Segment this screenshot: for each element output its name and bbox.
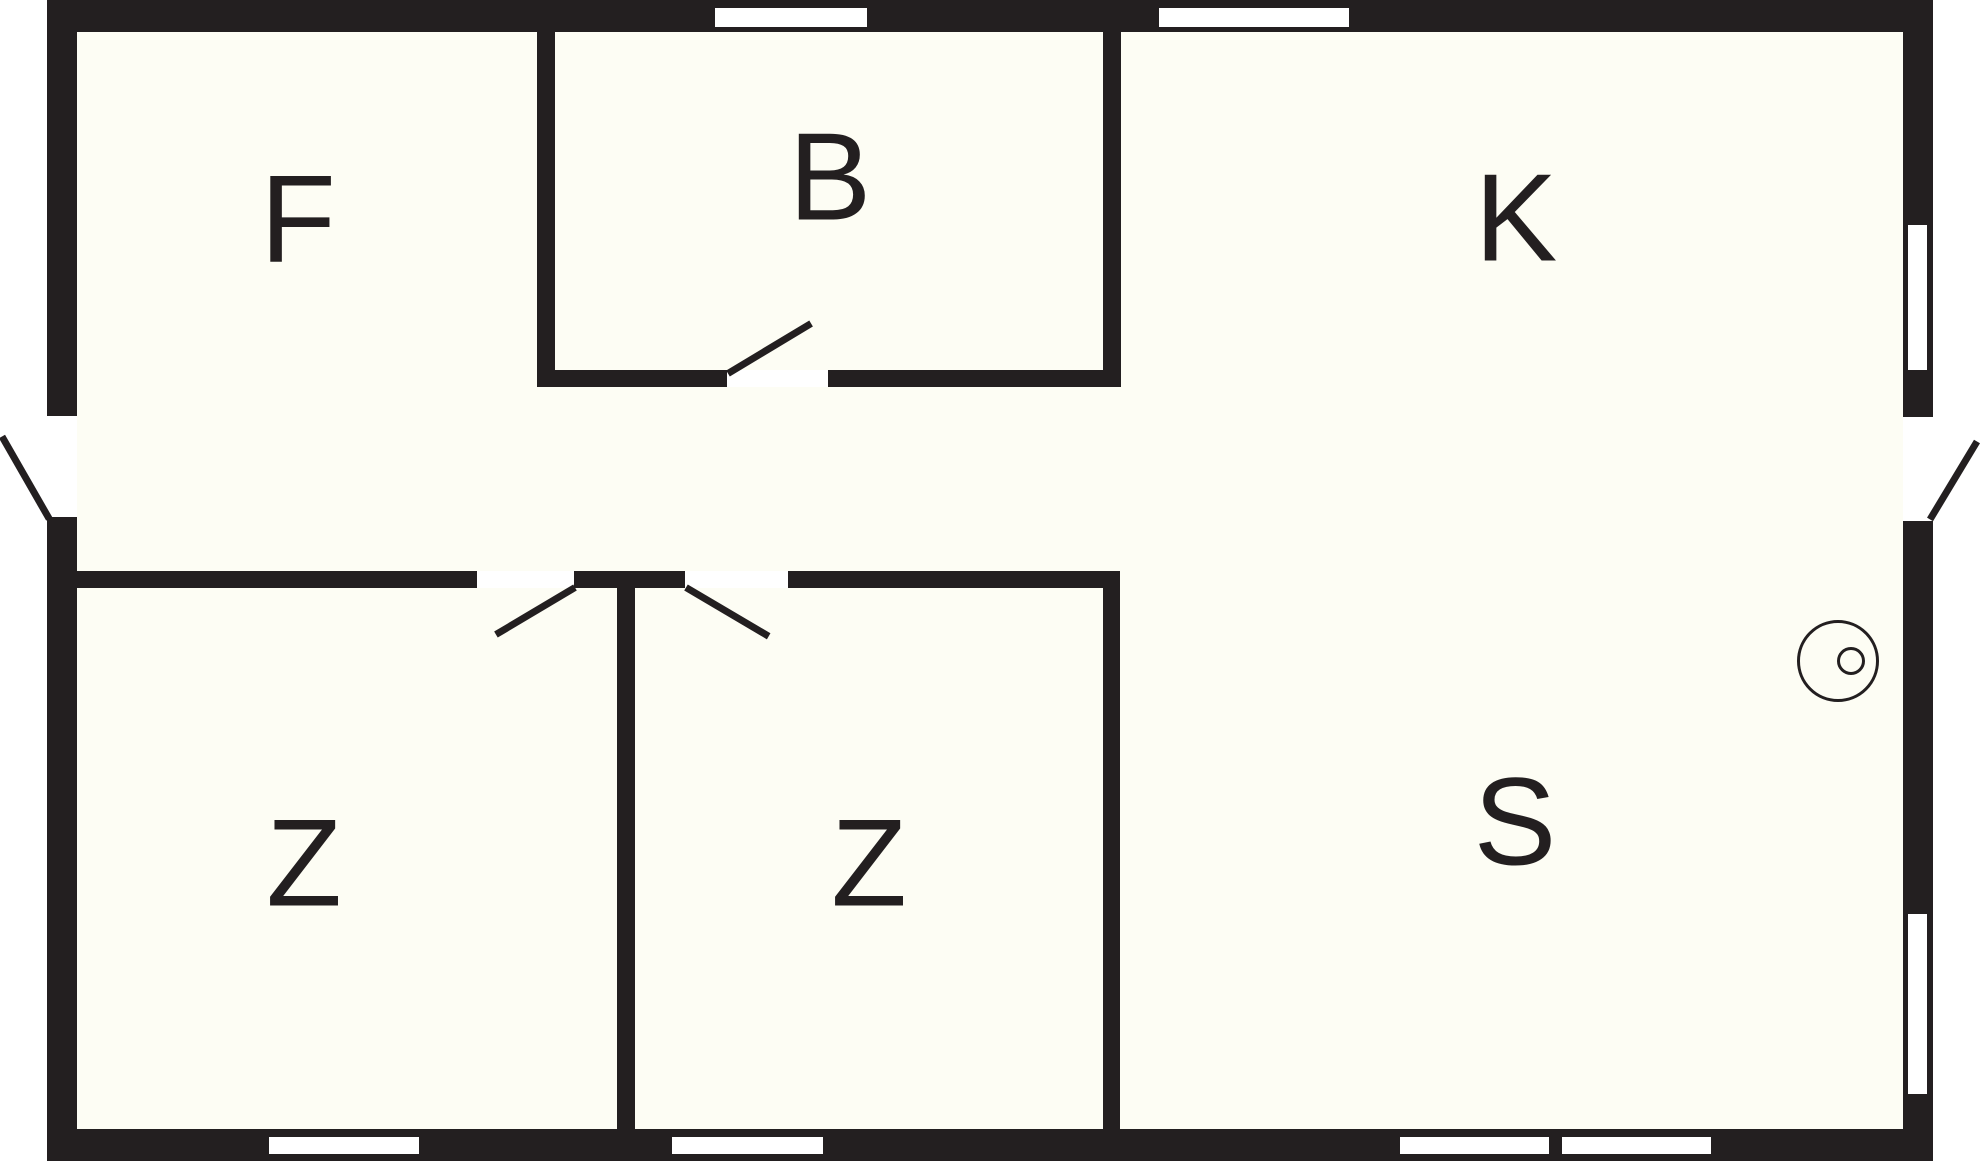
wall-b-bottom [537, 370, 1120, 387]
wall-f-b [537, 32, 555, 387]
stove-symbol-outer-circle [1797, 620, 1879, 702]
window-bottom-z2 [672, 1137, 823, 1154]
door-opening-right-entry [1903, 417, 1933, 521]
room-label-z1: Z [266, 794, 342, 933]
wall-top [47, 0, 1933, 32]
wall-z-z [617, 588, 635, 1129]
room-label-s: S [1473, 753, 1557, 892]
window-bottom-s1 [1400, 1137, 1549, 1154]
window-top-1 [715, 8, 867, 27]
room-label-b: B [788, 108, 872, 247]
stove-symbol-inner-circle [1837, 647, 1865, 675]
door-opening-left-entry [47, 416, 77, 517]
window-top-2 [1159, 8, 1349, 27]
door-opening-room-b [727, 370, 828, 387]
window-bottom-z1 [269, 1137, 419, 1154]
room-label-z2: Z [831, 794, 907, 933]
window-right-2 [1908, 914, 1927, 1094]
room-label-f: F [260, 150, 336, 289]
door-swing-right-entry [1927, 439, 1980, 521]
window-bottom-s2 [1562, 1137, 1711, 1154]
door-swing-left-entry [0, 434, 53, 520]
wall-b-k [1103, 32, 1121, 387]
wall-corridor-south [77, 571, 1120, 588]
room-label-k: K [1474, 149, 1558, 288]
door-opening-room-z2 [685, 571, 788, 588]
wall-z-s [1103, 571, 1120, 1129]
window-right-1 [1908, 225, 1927, 370]
door-opening-room-z1 [477, 571, 574, 588]
wall-left [47, 0, 77, 1161]
